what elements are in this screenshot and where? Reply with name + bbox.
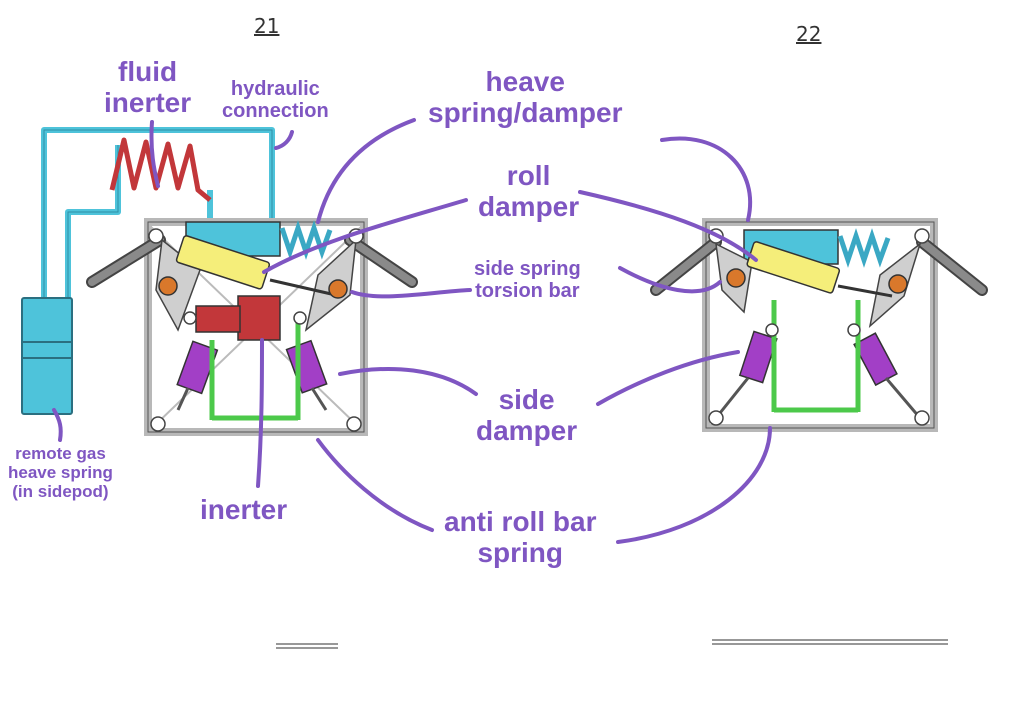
side-damper-right — [285, 339, 328, 394]
pivot-right — [328, 279, 348, 299]
remote-gas-heave-spring — [21, 297, 73, 415]
side-damper-right-a — [738, 330, 778, 384]
anti-roll-bar-right — [771, 300, 861, 413]
label-inerter: inerter — [200, 494, 288, 525]
right-suspension-drawing — [650, 218, 988, 432]
pivot-left — [158, 276, 178, 296]
page-number-22: 22 — [796, 22, 822, 46]
inerter-body-left — [237, 295, 281, 341]
label-side-spring-torsion-bar: side spring torsion bar — [474, 258, 581, 303]
sketch-baseline — [276, 639, 948, 649]
label-remote-gas-heave-spring: remote gas heave spring (in sidepod) — [8, 444, 113, 502]
heave-spring-right — [837, 228, 891, 268]
label-roll-damper: roll damper — [478, 160, 580, 223]
label-anti-roll-bar-spring: anti roll bar spring — [444, 506, 597, 569]
fluid-inerter-coil — [109, 137, 212, 202]
annotation-leaders — [52, 118, 772, 544]
label-heave-spring-damper: heave spring/damper — [428, 66, 623, 129]
label-side-damper: side damper — [476, 384, 578, 447]
anti-roll-bar-left — [209, 320, 301, 421]
page-number-21: 21 — [254, 14, 280, 38]
label-fluid-inerter: fluid inerter — [104, 56, 192, 119]
label-hydraulic-connection: hydraulic connection — [222, 78, 329, 123]
side-damper-right-b — [853, 332, 898, 387]
heave-spring-left — [279, 220, 333, 260]
roll-damper-left — [175, 235, 271, 290]
side-damper-left — [176, 340, 219, 395]
left-suspension-drawing — [21, 127, 418, 436]
